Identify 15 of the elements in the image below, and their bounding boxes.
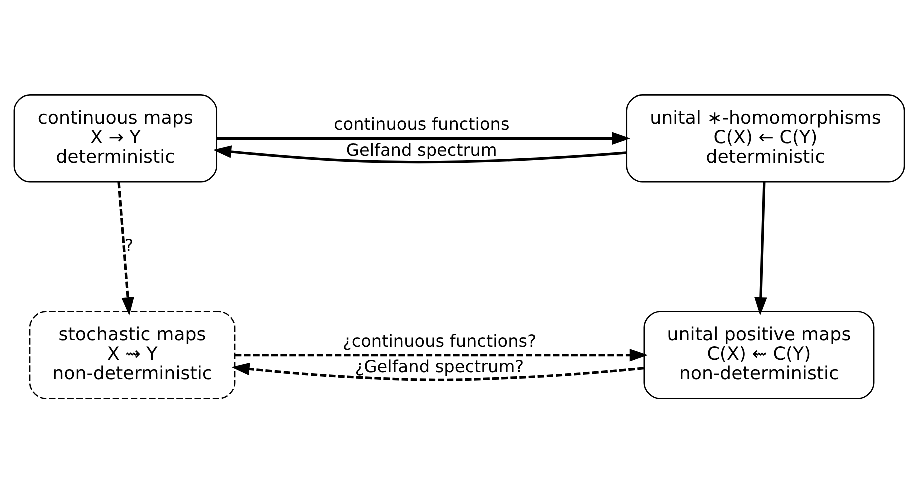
edge-label: ? bbox=[124, 235, 134, 256]
arrow bbox=[118, 182, 134, 316]
edge-label: ¿Gelfand spectrum? bbox=[355, 356, 524, 377]
arrow bbox=[216, 132, 631, 146]
node-box: continuous maps X → Y deterministic bbox=[14, 94, 218, 183]
arrow bbox=[232, 362, 644, 382]
arrow bbox=[213, 146, 627, 164]
node-box: unital ∗-homomorphisms C(X) ← C(Y) deterministic bbox=[626, 94, 906, 183]
node-box: unital positive maps C(X) ⇜ C(Y) non-deterministic bbox=[644, 311, 875, 400]
edge-label: Gelfand spectrum bbox=[346, 140, 498, 160]
arrow bbox=[754, 182, 768, 316]
edge-label: ¿continuous functions? bbox=[342, 330, 537, 351]
edge-label: continuous functions bbox=[334, 114, 510, 134]
arrow bbox=[235, 348, 648, 362]
node-box: stochastic maps X ⇝ Y non-deterministic bbox=[29, 311, 236, 400]
